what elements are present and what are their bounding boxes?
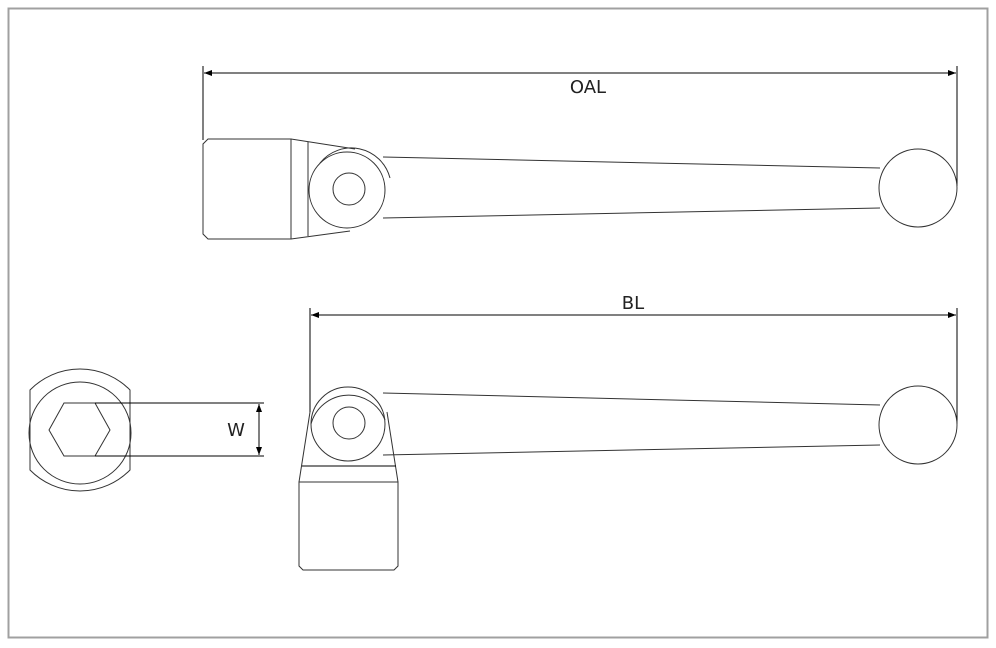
arm-top-edge (382, 156, 881, 169)
bl-dimension: BL (309, 293, 958, 424)
bl-label: BL (622, 293, 644, 314)
pivot-outer (308, 151, 386, 229)
drawing-border (7, 7, 989, 639)
end-inner-circle (28, 381, 132, 485)
pivot-outer (310, 386, 386, 462)
pivot-hole (332, 406, 366, 440)
end-view: W (28, 368, 264, 492)
arm-top-edge (382, 392, 881, 406)
ball-knob (878, 148, 958, 228)
hex-socket (48, 402, 111, 457)
top-view: OAL (202, 66, 958, 240)
oal-label: OAL (570, 77, 606, 98)
oal-dimension: OAL (202, 66, 958, 186)
w-label: W (227, 420, 245, 441)
socket-body (202, 138, 292, 240)
ball-knob (878, 385, 958, 465)
arm-bottom-edge (382, 207, 881, 219)
socket-body (298, 481, 399, 571)
arm-bottom-edge (382, 444, 881, 456)
pivot-hole (332, 172, 366, 206)
w-dimension: W (95, 402, 264, 457)
side-view: BL (298, 293, 958, 571)
end-outline (29, 368, 131, 492)
